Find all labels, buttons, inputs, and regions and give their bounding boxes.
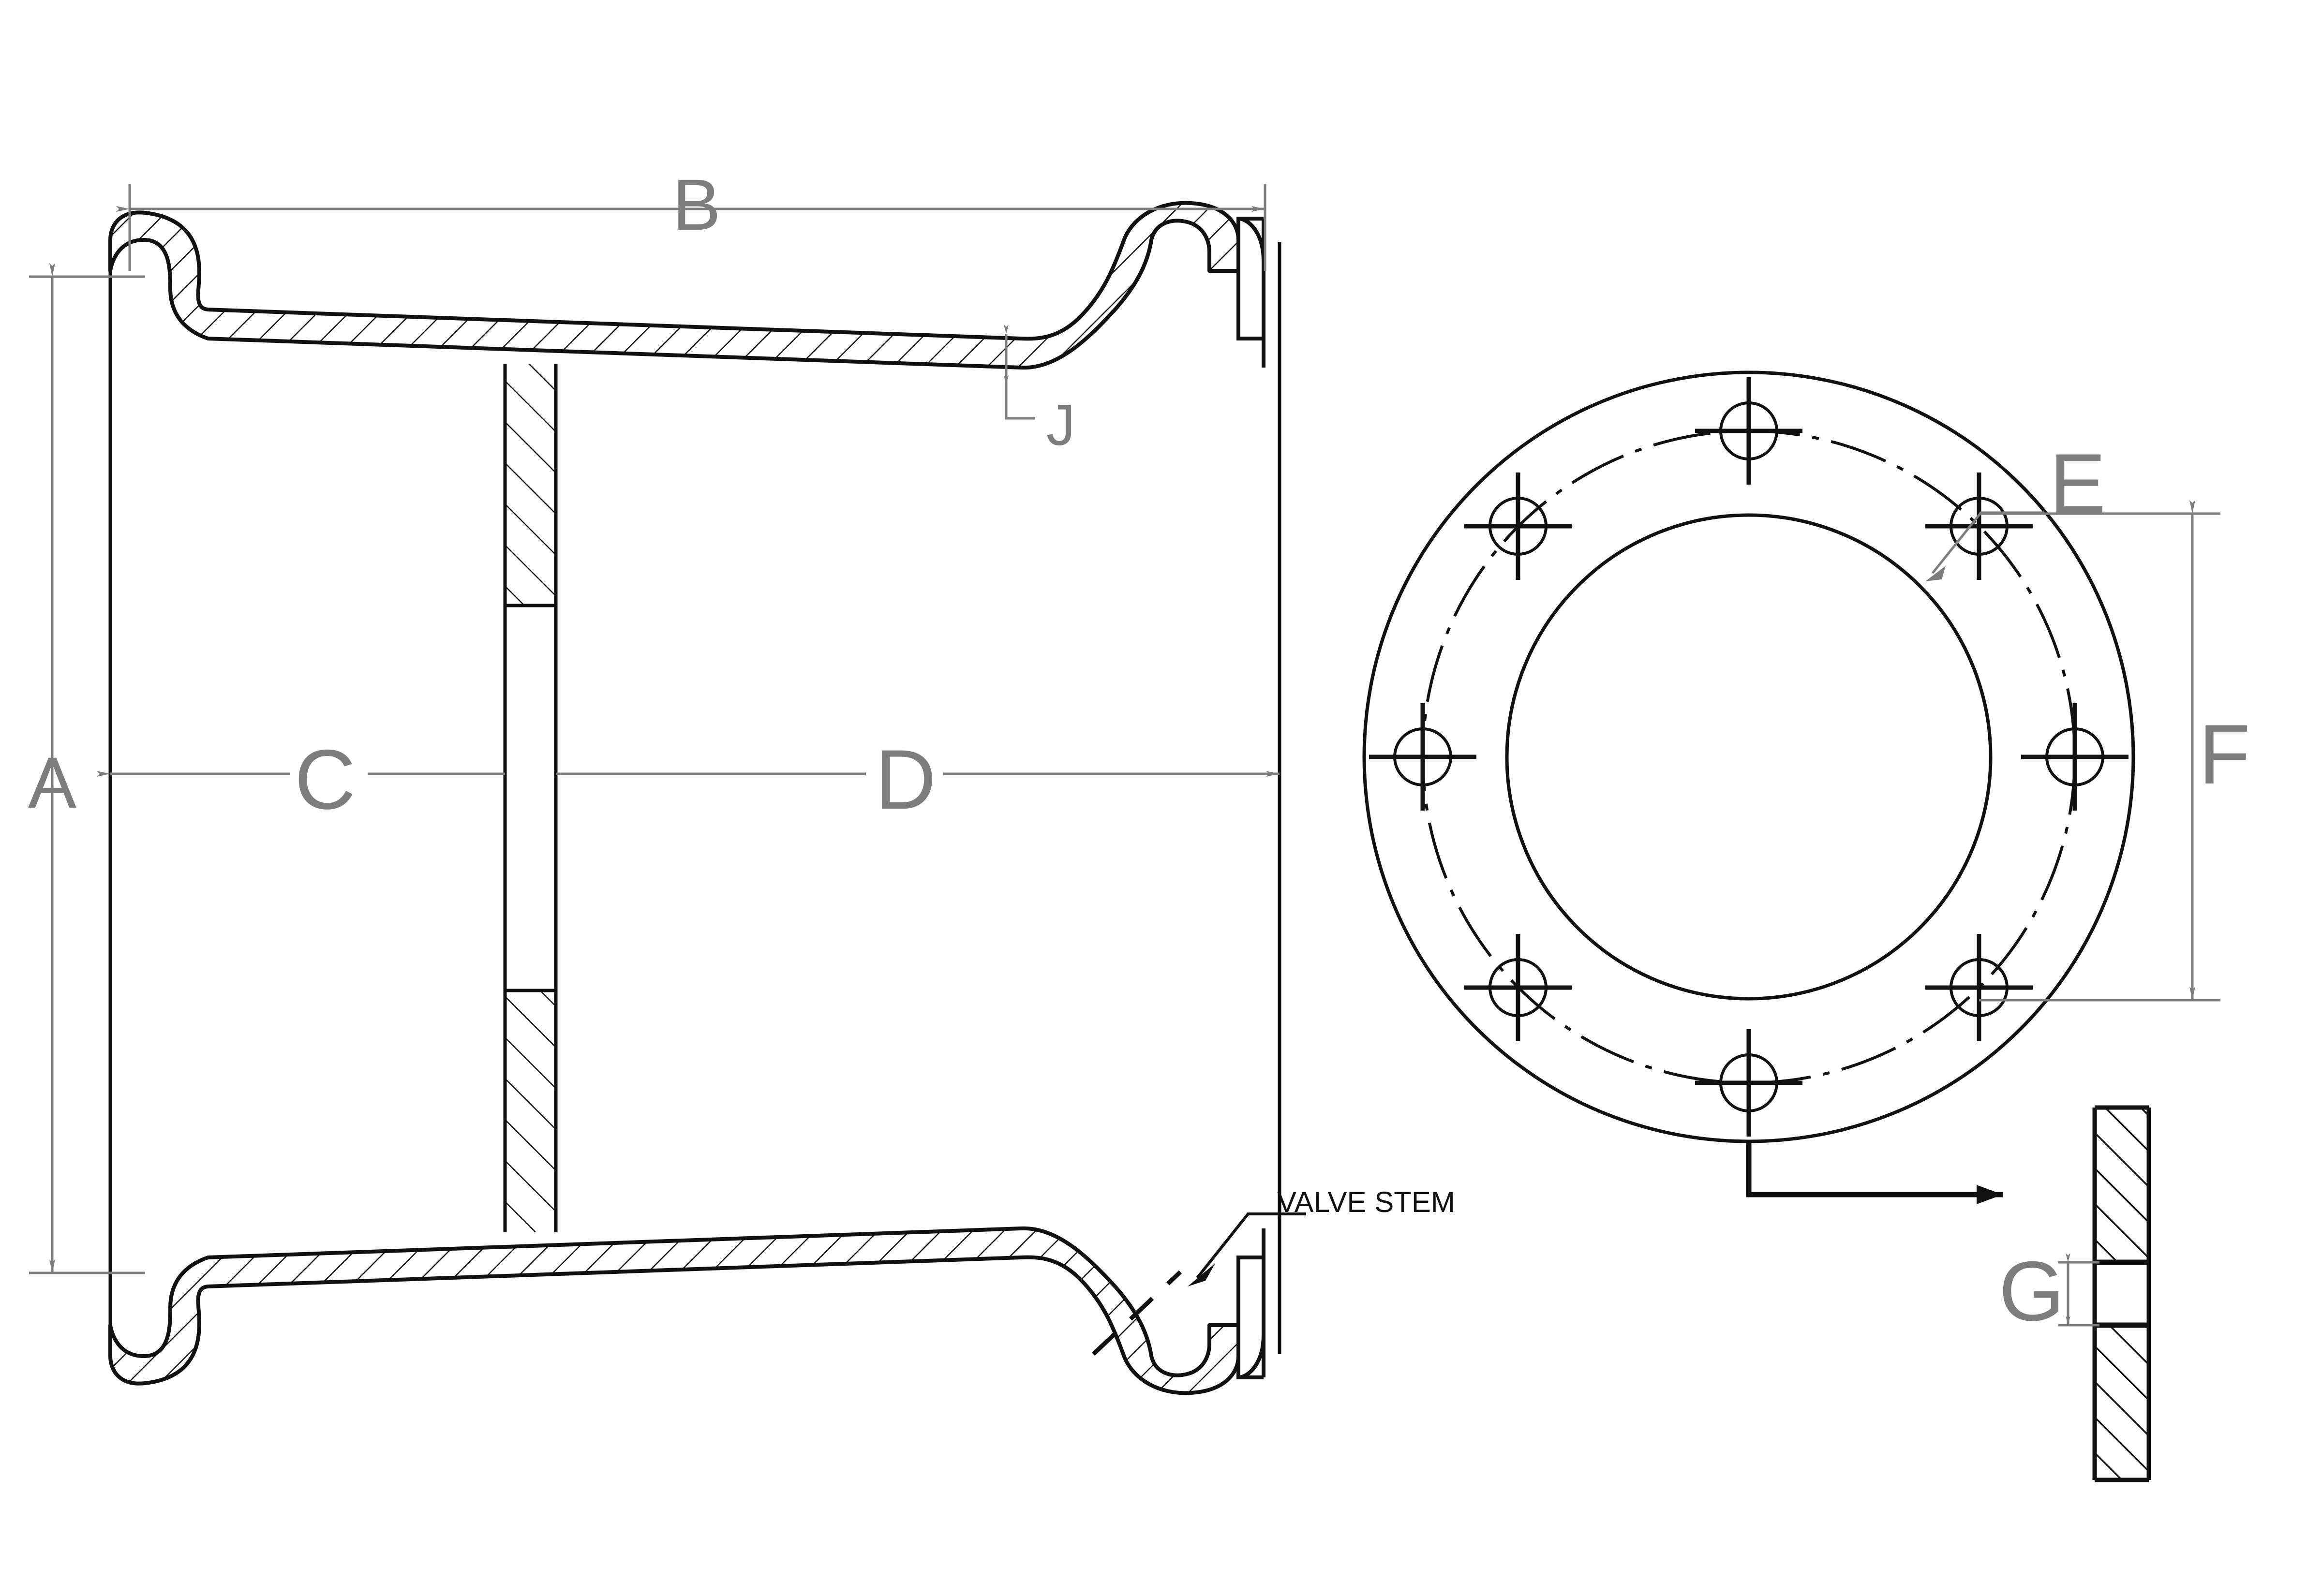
- dim-D-label: D: [875, 733, 936, 827]
- dim-F-label: F: [2199, 708, 2250, 802]
- bolt-hole: [1369, 703, 1476, 811]
- valve-stem-hole: [1091, 1270, 1182, 1356]
- section-arrow-callout: [1746, 1141, 2003, 1204]
- bolt-hole-group: [1369, 377, 2128, 1137]
- dimension-B: B: [116, 164, 1266, 271]
- valve-stem-bore-line: [1091, 1270, 1182, 1356]
- valve-stem-callout: VALVE STEM: [1188, 1186, 1455, 1286]
- dimension-F: F: [1979, 500, 2250, 1002]
- dim-B-label: B: [672, 164, 721, 245]
- dim-A-label: A: [28, 742, 76, 823]
- dimension-J: J: [1004, 325, 1075, 458]
- bolt-hole: [1925, 473, 2033, 580]
- face-center-bore: [1505, 513, 1993, 1001]
- bolt-hole: [1464, 473, 1572, 580]
- dim-C-label: C: [295, 733, 356, 827]
- bolt-hole: [1925, 934, 2033, 1041]
- dim-E-label: E: [2050, 437, 2106, 531]
- dim-J-label: J: [1046, 393, 1075, 458]
- dimension-A: A: [28, 263, 145, 1274]
- detail-hatch-lower: [2095, 1325, 2149, 1480]
- dim-G-label: G: [1999, 1244, 2065, 1339]
- bolt-hole: [1464, 934, 1572, 1041]
- section-centerline-dimensions: C D: [97, 733, 1280, 827]
- web-hatch-upper: [505, 364, 556, 606]
- bolt-hole: [2021, 703, 2128, 811]
- detail-view: [2092, 1105, 2151, 1482]
- web-hatch-lower: [505, 990, 556, 1232]
- center-disc-web: [503, 364, 558, 1232]
- dim-E-leader-arrow: [1925, 566, 1946, 581]
- dimension-G: G: [1999, 1244, 2099, 1339]
- face-view: [1362, 370, 2135, 1143]
- bolt-hole: [1695, 377, 1802, 485]
- dim-J-leader: [1005, 384, 1035, 420]
- valve-stem-label: VALVE STEM: [1277, 1186, 1455, 1218]
- bolt-hole: [1695, 1029, 1802, 1137]
- valve-stem-leader: [1196, 1212, 1306, 1279]
- valve-stem-leader-arrow: [1188, 1263, 1215, 1286]
- detail-hatch-upper: [2095, 1108, 2149, 1262]
- section-direction-arrow: [1746, 1141, 2003, 1204]
